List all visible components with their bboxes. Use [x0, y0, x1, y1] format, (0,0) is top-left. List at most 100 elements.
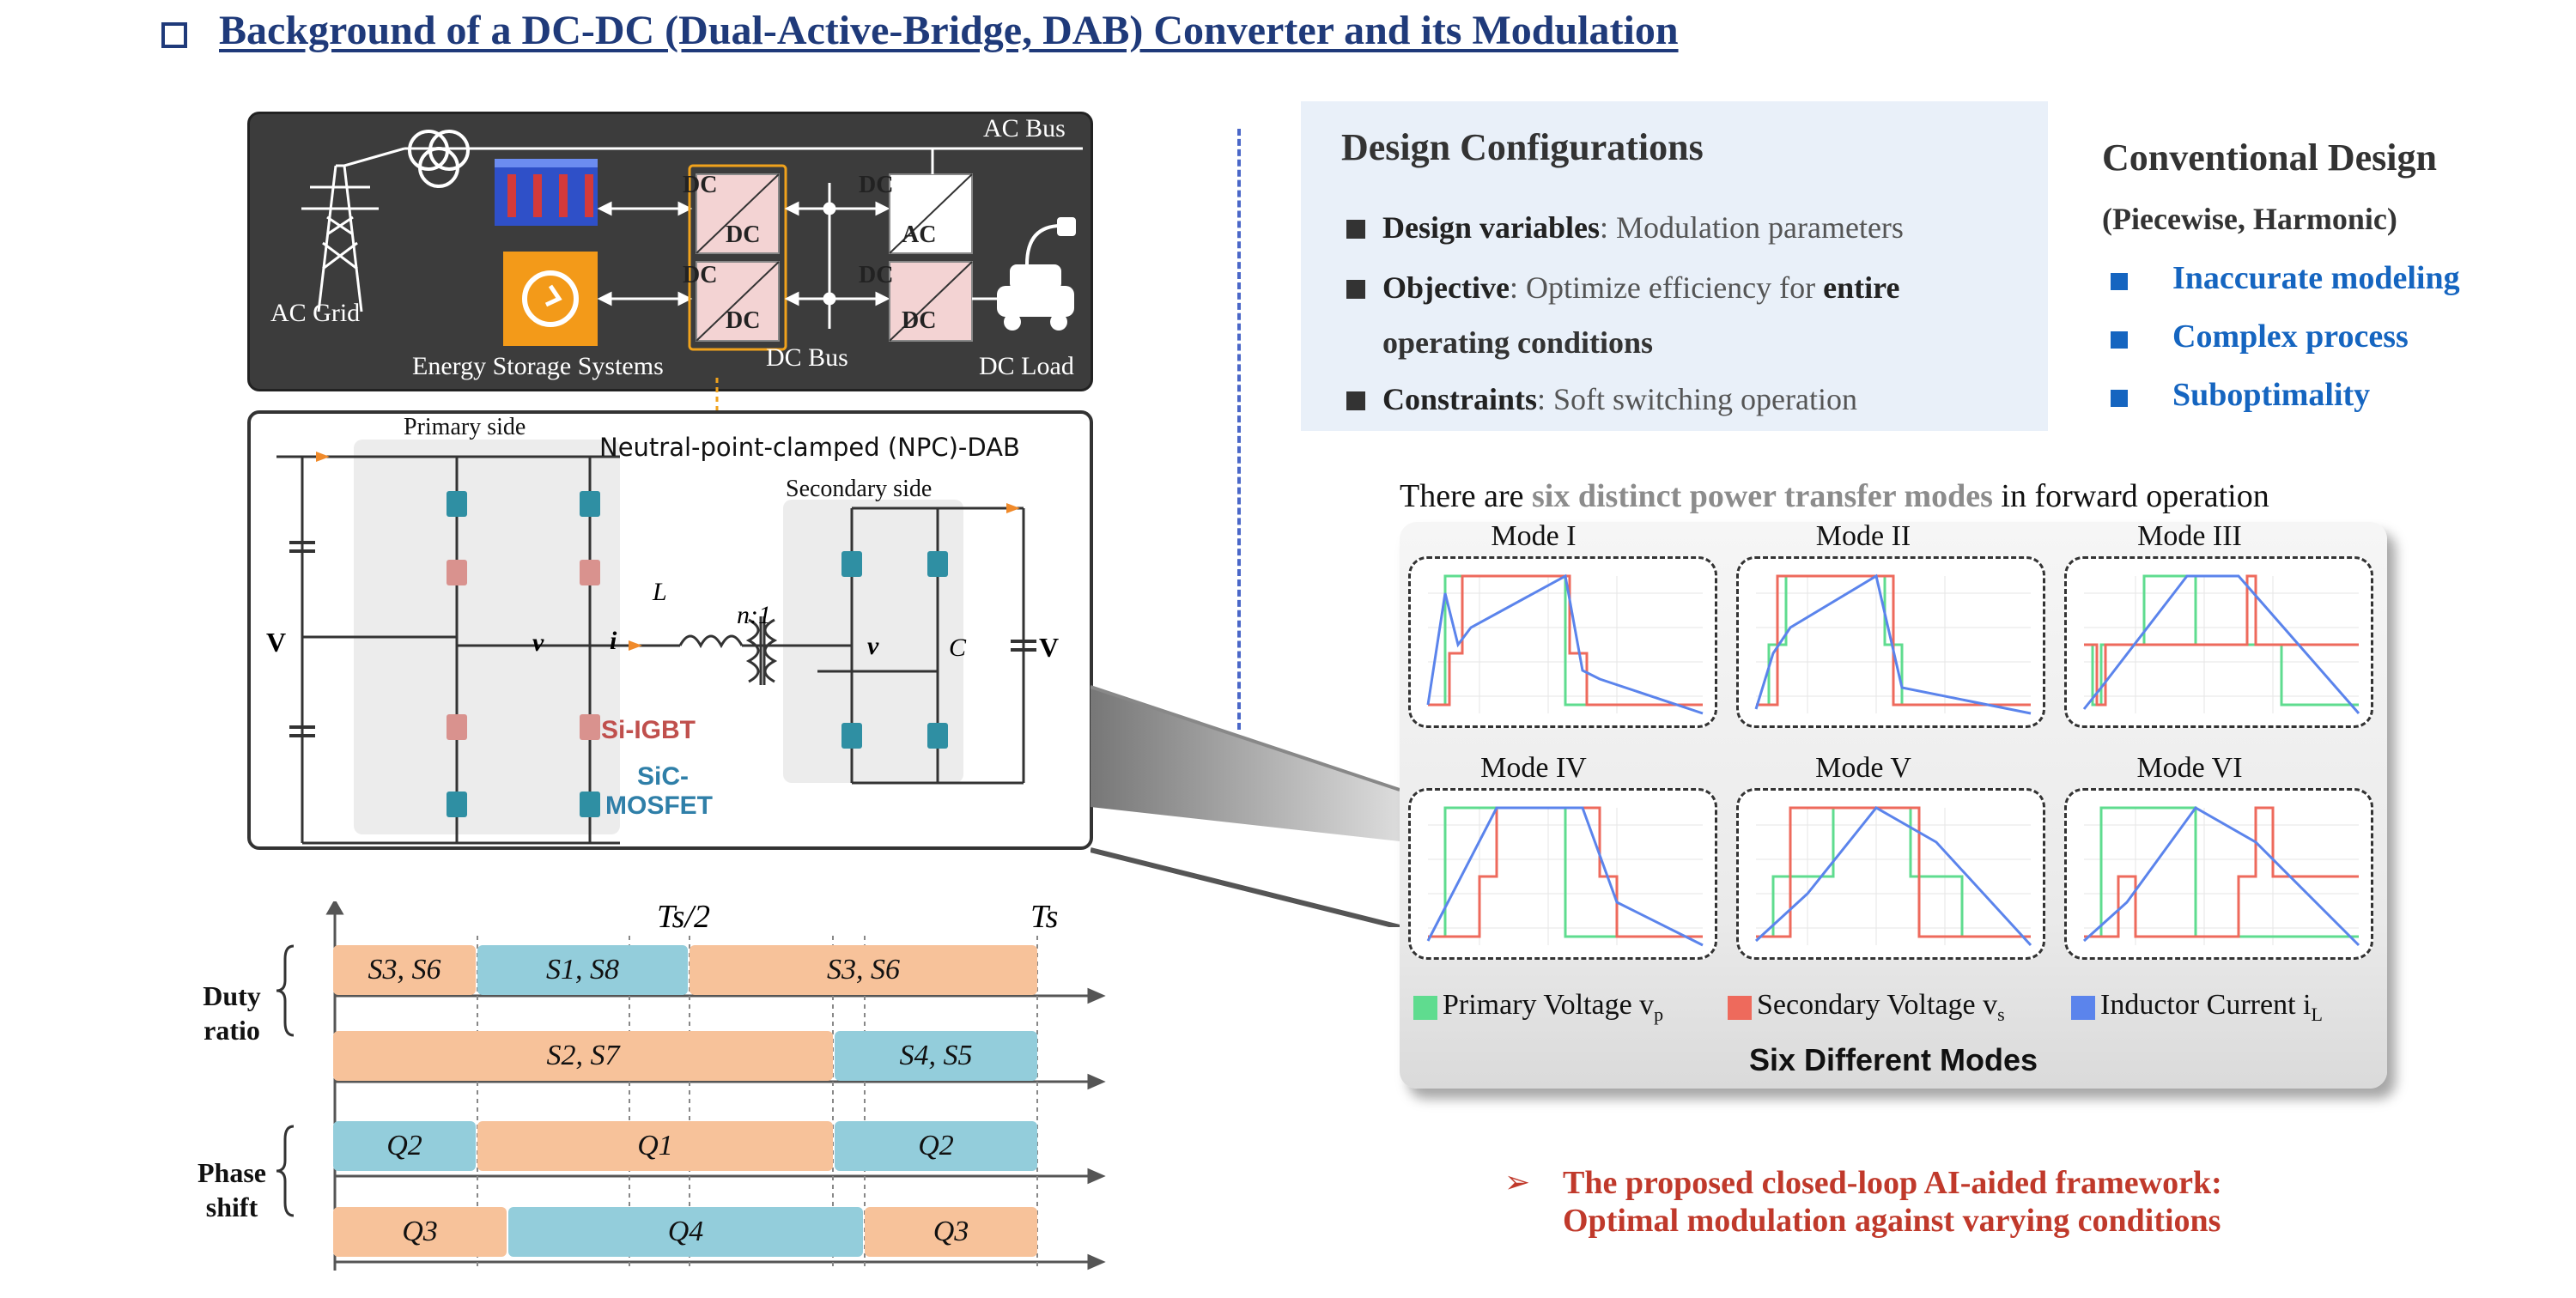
phase-bar-q2-a: Q2: [333, 1121, 476, 1171]
bullet-icon: [1346, 280, 1365, 299]
bullet-icon: [1346, 220, 1365, 239]
il-label: i: [610, 627, 617, 655]
dc-label-4: DC: [726, 307, 761, 334]
duty-bar-s4s5: S4, S5: [835, 1031, 1037, 1081]
dc-label-6: DC: [859, 262, 894, 288]
dc-label-3: DC: [683, 262, 718, 288]
dc-bus-label: DC Bus: [766, 343, 848, 372]
si-igbt-label: Si-IGBT: [601, 716, 696, 744]
config-title: Design Configurations: [1341, 126, 1704, 168]
primary-side-label: Primary side: [404, 414, 526, 440]
duty-bar-s3s6-b: S3, S6: [690, 945, 1037, 995]
ac-label: AC: [902, 221, 937, 248]
battery-icon: [495, 159, 598, 226]
conventional-item-inaccurate: Inaccurate modeling: [2172, 260, 2460, 296]
half-period-label: Ts/2: [657, 899, 710, 935]
conventional-item-suboptimal: Suboptimality: [2172, 377, 2371, 413]
proposed-framework-text: The proposed closed-loop AI-aided framew…: [1563, 1165, 2222, 1239]
duty-bar-s1s8: S1, S8: [477, 945, 688, 995]
phase-bar-q1: Q1: [477, 1121, 833, 1171]
dcdc-converter-3-icon: [889, 261, 973, 342]
mode-waveform-3: [2082, 574, 2360, 714]
page-title: Background of a DC-DC (Dual-Active-Bridg…: [219, 8, 1679, 53]
mode-label-6: Mode VI: [2136, 752, 2243, 784]
flywheel-icon: [503, 252, 598, 346]
transmission-tower-icon: [301, 147, 405, 312]
bullet-icon: [2111, 331, 2128, 349]
mode-plot-3: [2064, 556, 2373, 728]
legend-primary-swatch: [1413, 996, 1437, 1020]
mode-plot-5: [1736, 788, 2045, 960]
config-item-variables: Design variables: Modulation parameters: [1382, 210, 1904, 245]
dc-label-5: DC: [859, 172, 894, 198]
zoom-beam: [1091, 685, 1400, 927]
mosfet-label: MOSFET: [605, 792, 713, 820]
transformer-icon: [745, 616, 778, 685]
mode-plot-2: [1736, 556, 2045, 728]
dcdc-converter-1-icon: [696, 173, 780, 254]
mode-waveform-6: [2082, 806, 2360, 947]
mode-plot-4: [1408, 788, 1717, 960]
lk-label: L: [653, 578, 667, 606]
legend-current-swatch: [2071, 996, 2095, 1020]
ac-bus-label: AC Bus: [983, 114, 1066, 143]
mode-label-2: Mode II: [1815, 520, 1911, 552]
ac-grid-label: AC Grid: [270, 299, 361, 327]
dcac-converter-icon: [889, 173, 973, 254]
config-item-objective-line2: operating conditions: [1382, 325, 1654, 360]
modes-caption: There are six distinct power transfer mo…: [1400, 478, 2269, 514]
legend-secondary-swatch: [1728, 996, 1752, 1020]
mode-plot-6: [2064, 788, 2373, 960]
vs-label: v: [867, 632, 879, 660]
conventional-item-complex: Complex process: [2172, 318, 2409, 355]
mode-label-5: Mode V: [1815, 752, 1911, 784]
mode-waveform-1: [1426, 573, 1704, 715]
bullet-icon: [2111, 390, 2128, 407]
phase-bar-q3-b: Q3: [865, 1207, 1037, 1257]
v2-label: V: [1039, 632, 1060, 663]
bullet-icon: [1346, 391, 1365, 410]
arrow-right-icon: ➢: [1504, 1165, 1531, 1199]
config-item-constraints: Constraints: Soft switching operation: [1382, 382, 1857, 416]
legend-primary-label: Primary Voltage vp: [1443, 989, 1664, 1025]
mode-waveform-5: [1754, 806, 2032, 947]
dc-label-1: DC: [683, 172, 718, 198]
title-checkbox-icon: [161, 22, 187, 48]
duty-bar-s3s6-a: S3, S6: [333, 945, 476, 995]
sic-mosfet-icons: [447, 491, 948, 817]
legend-secondary-label: Secondary Voltage vs: [1757, 989, 2005, 1025]
vp-label: v: [532, 628, 544, 657]
phase-bar-q2-b: Q2: [835, 1121, 1037, 1171]
phase-shift-label: Phase shift: [197, 1157, 266, 1222]
c2-label: C: [949, 634, 967, 662]
duty-bar-s2s7: S2, S7: [333, 1031, 833, 1081]
npc-dab-label: Neutral-point-clamped (NPC)-DAB: [599, 433, 1020, 462]
mode-waveform-4: [1426, 806, 1704, 947]
sic-label: SiC-: [637, 762, 689, 791]
system-overview-panel: [247, 112, 1093, 391]
si-igbt-icons: [447, 560, 600, 740]
phase-bar-q4: Q4: [508, 1207, 863, 1257]
mode-label-1: Mode I: [1491, 520, 1577, 552]
secondary-side-label: Secondary side: [786, 476, 933, 502]
npc-dab-schematic: [276, 440, 1036, 845]
conventional-subtitle: (Piecewise, Harmonic): [2102, 202, 2397, 236]
grid-transformer-icon: [408, 130, 470, 188]
config-item-objective: Objective: Optimize efficiency for entir…: [1382, 270, 1900, 305]
ess-label: Energy Storage Systems: [412, 352, 664, 380]
dc-load-label: DC Load: [979, 352, 1074, 380]
mode-label-4: Mode IV: [1480, 752, 1587, 784]
mode-label-3: Mode III: [2137, 520, 2242, 552]
modes-panel-title: Six Different Modes: [1748, 1042, 2038, 1077]
npc-dab-circuit-panel: [247, 410, 1093, 850]
mode-plot-1: [1408, 556, 1717, 728]
v1-label: V: [266, 627, 287, 658]
duty-ratio-label: Duty ratio: [203, 980, 261, 1046]
conventional-title: Conventional Design: [2102, 136, 2437, 179]
legend-current-label: Inductor Current iL: [2100, 989, 2323, 1025]
dcdc-converter-2-icon: [696, 261, 780, 342]
system-diagram: [301, 130, 1083, 351]
mode-waveform-2: [1754, 573, 2032, 715]
dc-label-2: DC: [726, 221, 761, 248]
period-label: Ts: [1030, 899, 1059, 935]
